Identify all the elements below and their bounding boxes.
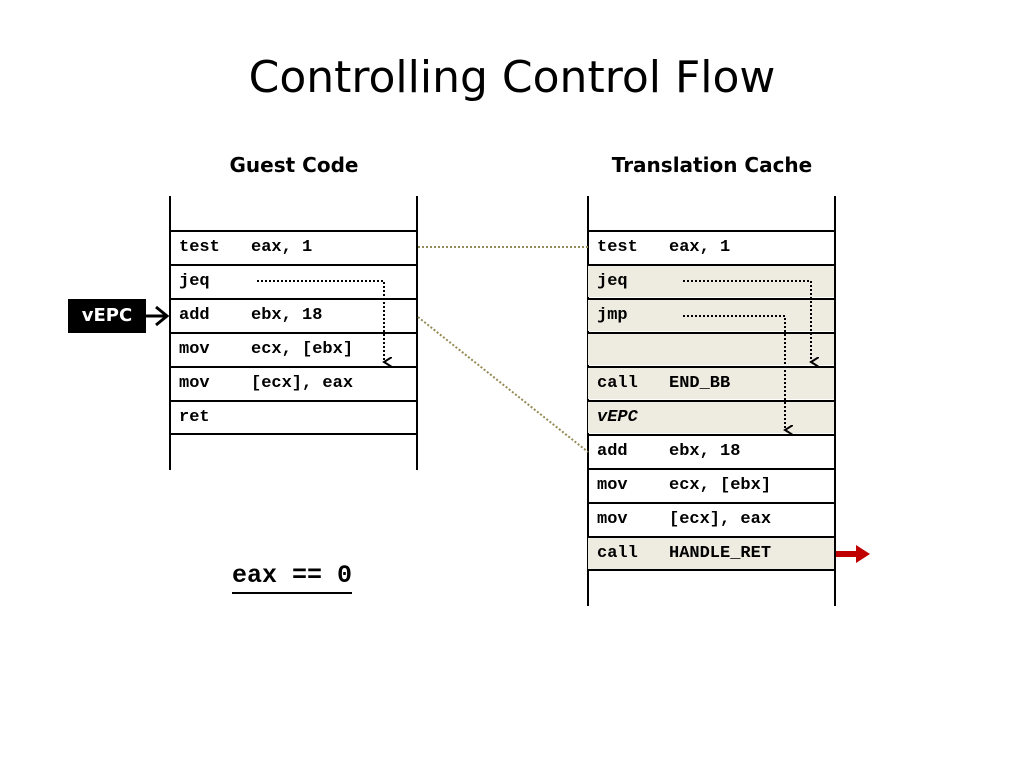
guest-code-row: add ebx, 18 [170, 298, 416, 331]
instruction-operands: ecx, [ebx] [251, 340, 354, 359]
cache-row: mov ecx, [ebx] [588, 468, 834, 501]
instruction-opcode: add [597, 442, 628, 461]
instruction-opcode: add [179, 306, 210, 325]
translation-cache-heading: Translation Cache [611, 153, 813, 177]
instruction-opcode: mov [597, 476, 628, 495]
instruction-opcode: mov [597, 510, 628, 529]
instruction-operands: ebx, 18 [251, 306, 323, 325]
cache-row: mov [ecx], eax [588, 502, 834, 535]
guest-code-row: ret [170, 400, 416, 435]
cache-row: jmp [588, 298, 834, 331]
instruction-opcode: call [597, 374, 638, 393]
condition-label: eax == 0 [232, 561, 353, 594]
instruction-operands: [ecx], eax [669, 510, 772, 529]
cache-row: call END_BB [588, 366, 834, 399]
instruction-opcode: call [597, 544, 638, 563]
guest-right-border [416, 196, 418, 470]
cache-row: add ebx, 18 [588, 434, 834, 467]
instruction-operands: eax, 1 [251, 238, 313, 257]
cache-row: jeq [588, 264, 834, 297]
instruction-operands: eax, 1 [669, 238, 731, 257]
return-arrow-head [856, 545, 870, 563]
instruction-operands: ebx, 18 [669, 442, 741, 461]
cache-row: call HANDLE_RET [588, 536, 834, 571]
instruction-opcode: vEPC [597, 408, 638, 427]
instruction-operands: HANDLE_RET [669, 544, 772, 563]
return-arrow-shaft [836, 551, 858, 557]
guest-code-row: mov [ecx], eax [170, 366, 416, 399]
instruction-operands: [ecx], eax [251, 374, 354, 393]
slide-title: Controlling Control Flow [248, 52, 776, 103]
instruction-opcode: jeq [597, 272, 628, 291]
translation-cache-table: test eax, 1 jeq jmp call END_BB vEPC add ebx, 18… [587, 196, 836, 606]
instruction-opcode: test [179, 238, 220, 257]
guest-code-heading: Guest Code [229, 153, 359, 177]
vepc-arrow-head [155, 305, 170, 327]
instruction-opcode: ret [179, 408, 210, 427]
instruction-operands: ecx, [ebx] [669, 476, 772, 495]
guest-code-row: test eax, 1 [170, 230, 416, 263]
instruction-opcode: mov [179, 374, 210, 393]
instruction-opcode: test [597, 238, 638, 257]
vepc-label: vEPC [68, 299, 146, 333]
cache-row: test eax, 1 [588, 230, 834, 263]
instruction-opcode: jeq [179, 272, 210, 291]
instruction-opcode: jmp [597, 306, 628, 325]
cache-right-border [834, 196, 836, 606]
instruction-opcode: mov [179, 340, 210, 359]
cache-row: vEPC [588, 400, 834, 433]
guest-code-table: test eax, 1 jeq add ebx, 18 mov ecx, [ebx] mov [… [169, 196, 418, 470]
guest-code-row: mov ecx, [ebx] [170, 332, 416, 365]
mapping-line-add [417, 316, 589, 453]
cache-row [588, 332, 834, 365]
guest-code-row: jeq [170, 264, 416, 297]
instruction-operands: END_BB [669, 374, 731, 393]
